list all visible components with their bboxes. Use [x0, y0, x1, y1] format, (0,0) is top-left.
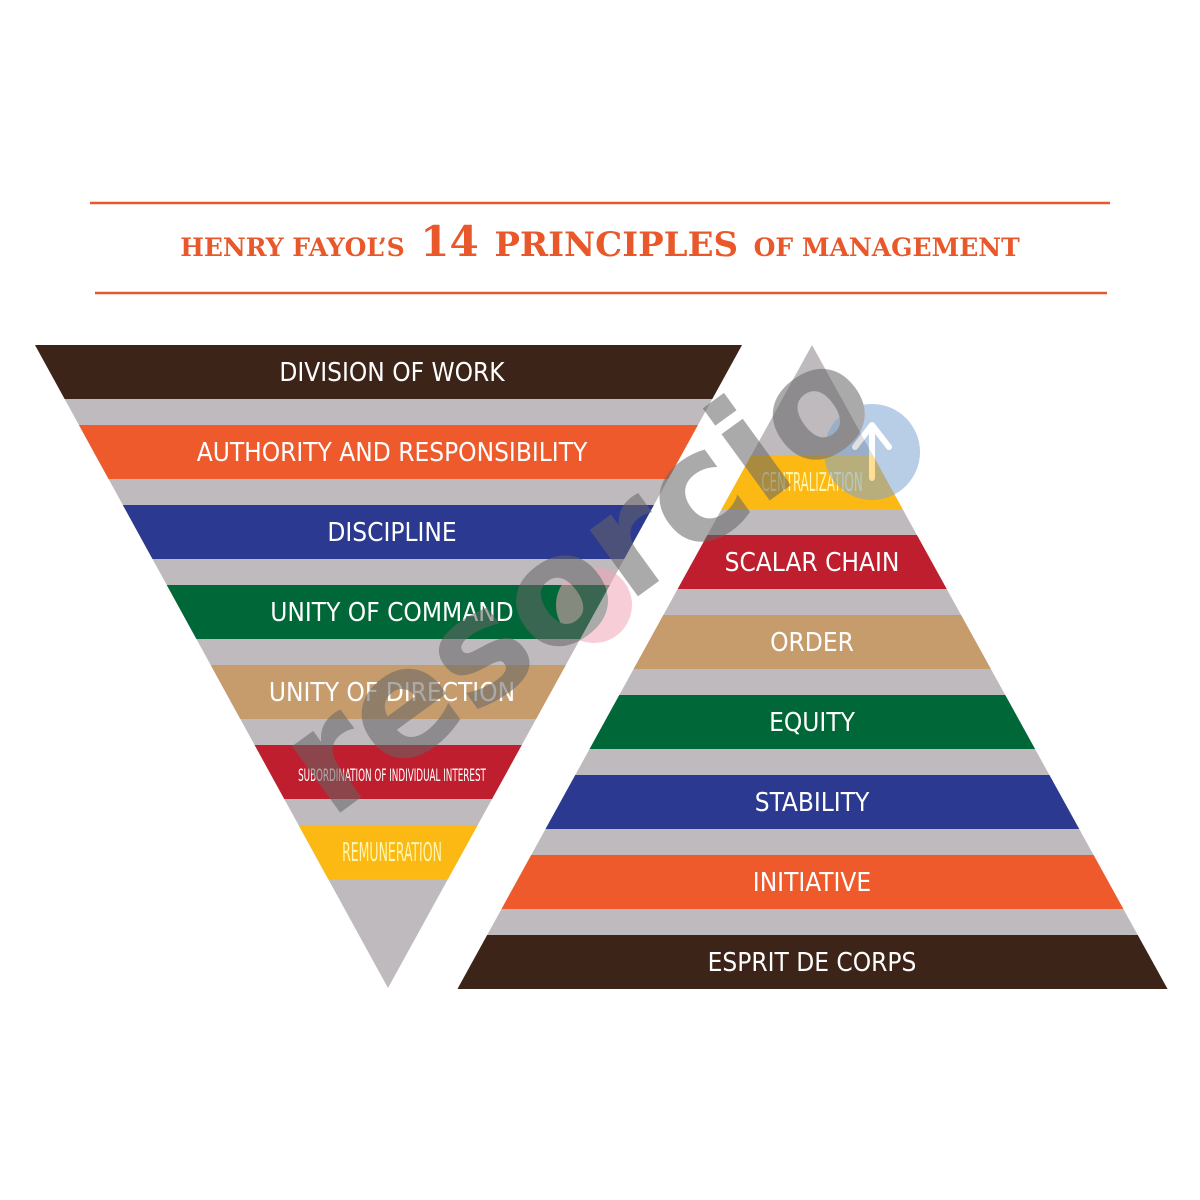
- left-band-unity-of-direction: [210, 665, 566, 719]
- right-label-order: ORDER: [770, 628, 854, 658]
- left-triangle-bands: DIVISION OF WORK AUTHORITY AND RESPONSIBI…: [35, 345, 742, 879]
- left-band-discipline: [122, 505, 654, 559]
- right-band-esprit-de-corps: [457, 935, 1168, 989]
- left-label-unity-of-command: UNITY OF COMMAND: [270, 598, 513, 628]
- watermark-pink-dot: [556, 567, 632, 643]
- left-label-remuneration: REMUNERATION: [342, 838, 442, 868]
- left-triangle: DIVISION OF WORK AUTHORITY AND RESPONSIBI…: [35, 345, 742, 988]
- page-title: HENRY FAYOL’S 14 PRINCIPLES OF MANAGEMEN…: [180, 217, 1020, 266]
- right-label-esprit-de-corps: ESPRIT DE CORPS: [708, 948, 917, 978]
- left-label-authority-and-responsibility: AUTHORITY AND RESPONSIBILITY: [197, 438, 588, 468]
- right-label-equity: EQUITY: [769, 708, 855, 738]
- left-label-unity-of-direction: UNITY OF DIRECTION: [269, 678, 515, 708]
- right-label-stability: STABILITY: [755, 788, 870, 818]
- title-principles: PRINCIPLES: [494, 225, 738, 265]
- left-band-division-of-work: [35, 345, 742, 399]
- left-band-remuneration: [298, 825, 478, 879]
- right-band-equity: [589, 695, 1036, 749]
- title-suffix: OF MANAGEMENT: [754, 233, 1021, 262]
- right-band-scalar-chain: [677, 535, 947, 589]
- title-number: 14: [420, 217, 478, 266]
- left-label-division-of-work: DIVISION OF WORK: [279, 358, 505, 388]
- right-label-initiative: INITIATIVE: [753, 868, 871, 898]
- left-label-discipline: DISCIPLINE: [327, 518, 456, 548]
- watermark-up-arrow-icon: [852, 422, 892, 481]
- right-band-initiative: [501, 855, 1124, 909]
- left-band-unity-of-command: [166, 585, 610, 639]
- right-label-scalar-chain: SCALAR CHAIN: [725, 548, 900, 578]
- right-band-stability: [545, 775, 1080, 829]
- right-band-order: [633, 615, 991, 669]
- left-band-authority-and-responsibility: [78, 425, 698, 479]
- title-prefix: HENRY FAYOL’S: [180, 233, 405, 262]
- left-band-subordination-of-individual-interest: [254, 745, 522, 799]
- left-label-subordination-of-individual-interest: SUBORDINATION OF INDIVIDUAL INTEREST: [298, 766, 486, 786]
